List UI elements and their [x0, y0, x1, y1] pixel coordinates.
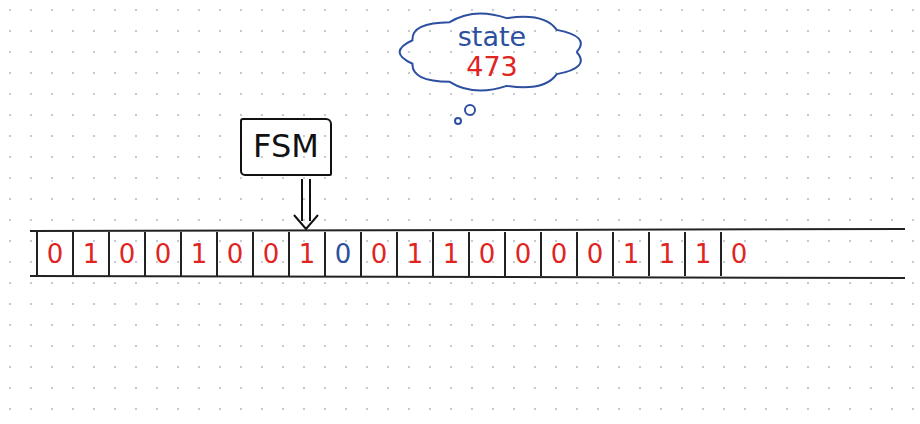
bit-value: 1 [695, 240, 712, 269]
cloud-text: state [458, 22, 526, 52]
arrow-shaft [309, 179, 311, 221]
tape-cell: 0 [144, 232, 180, 276]
bit-value: 0 [551, 240, 568, 269]
tape-cell: 0 [36, 232, 72, 276]
tape-bottom-line [30, 276, 905, 278]
arrow-shaft [301, 179, 303, 221]
bit-value: 1 [443, 240, 460, 269]
bit-value: 0 [263, 240, 280, 269]
tape-cell: 1 [396, 232, 432, 276]
bit-value: 1 [407, 240, 424, 269]
bit-value: 0 [371, 240, 388, 269]
tape-cell: 1 [684, 232, 720, 276]
tape-cell: 0 [108, 232, 144, 276]
tape-cell: 1 [612, 232, 648, 276]
bit-value: 0 [587, 240, 604, 269]
thought-bubble [455, 118, 461, 124]
tape-cell: 0 [360, 232, 396, 276]
thought-bubble [465, 105, 475, 115]
cloud-outline [400, 13, 581, 90]
bit-value: 1 [83, 240, 100, 269]
bit-value: 0 [335, 240, 352, 269]
box-label: FSM [253, 129, 319, 164]
cloud-text: 473 [466, 52, 518, 82]
tape-cell: 0 [540, 232, 576, 276]
tape-cell: 1 [648, 232, 684, 276]
read-head-arrow [294, 179, 318, 229]
bit-value: 0 [155, 240, 172, 269]
bit-value: 0 [731, 240, 748, 269]
tape-cell: 0 [216, 232, 252, 276]
bit-value: 1 [623, 240, 640, 269]
tape-cell: 1 [432, 232, 468, 276]
tape-top-line [30, 229, 905, 231]
tape-cell: 0 [252, 232, 288, 276]
tape-cell: 1 [288, 232, 324, 276]
tape-cell: 0 [576, 232, 612, 276]
arrow-head [294, 215, 318, 229]
tape-cell: 0 [720, 232, 756, 276]
bit-value: 1 [191, 240, 208, 269]
bit-value: 1 [659, 240, 676, 269]
fsm-box: FSM [240, 118, 332, 176]
thought-cloud: state473 [392, 6, 592, 98]
bit-value: 0 [227, 240, 244, 269]
bit-value: 1 [299, 240, 316, 269]
tape-cell: 0 [324, 232, 360, 276]
bit-value: 0 [119, 240, 136, 269]
bit-value: 0 [515, 240, 532, 269]
bit-value: 0 [47, 240, 64, 269]
bit-value: 0 [479, 240, 496, 269]
tape-cell: 1 [72, 232, 108, 276]
tape-cell: 0 [504, 232, 540, 276]
tape-cell: 0 [468, 232, 504, 276]
tape-cell: 1 [180, 232, 216, 276]
